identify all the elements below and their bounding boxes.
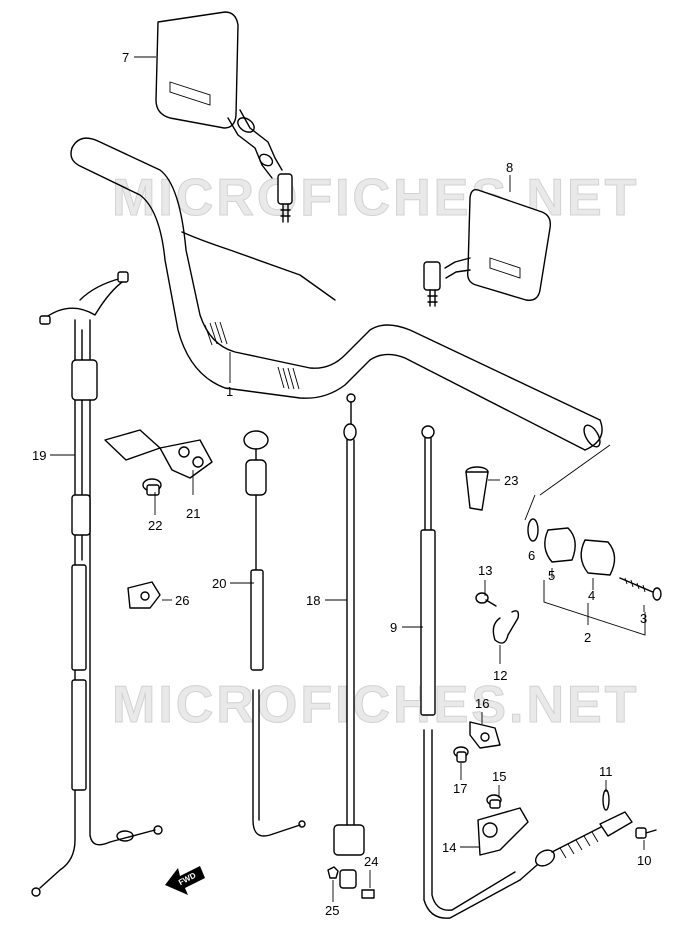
handlebar[interactable] <box>70 137 603 451</box>
screw-3[interactable] <box>619 577 662 601</box>
callout-21: 21 <box>186 506 200 521</box>
balancer-weight-inner-5[interactable] <box>544 527 576 563</box>
cable-holder-21[interactable] <box>104 429 213 479</box>
speedometer-cable[interactable] <box>420 425 521 919</box>
clamp-26[interactable] <box>127 581 161 609</box>
watermark-bottom: MICROFICHES.NET <box>112 676 639 734</box>
cable-guide-14[interactable] <box>477 807 529 856</box>
bolt-13[interactable] <box>475 592 497 607</box>
callout-7: 7 <box>122 50 129 65</box>
callout-12: 12 <box>493 668 507 683</box>
bolt-17[interactable] <box>453 746 469 763</box>
throttle-cable-assembly[interactable] <box>31 271 163 897</box>
callout-16: 16 <box>475 696 489 711</box>
watermark-top: MICROFICHES.NET <box>112 169 639 227</box>
callout-11: 11 <box>599 764 613 779</box>
callout-20: 20 <box>212 576 226 591</box>
callout-2: 2 <box>584 630 591 645</box>
callout-19: 19 <box>32 448 46 463</box>
mirror-left[interactable] <box>155 11 293 223</box>
callout-8: 8 <box>506 160 513 175</box>
callout-23: 23 <box>504 473 518 488</box>
clip-12[interactable] <box>492 610 520 644</box>
rubber-cap-23[interactable] <box>465 466 489 511</box>
nut-25[interactable] <box>327 866 339 879</box>
callout-15: 15 <box>492 769 506 784</box>
callout-6: 6 <box>528 548 535 563</box>
callout-4: 4 <box>588 588 595 603</box>
bolt-15[interactable] <box>486 794 502 809</box>
bolt-10[interactable] <box>635 827 657 839</box>
callout-1: 1 <box>226 384 233 399</box>
leader-lines <box>50 56 646 902</box>
callout-24: 24 <box>364 854 378 869</box>
callout-10: 10 <box>637 853 651 868</box>
washer-6[interactable] <box>527 518 539 542</box>
pin-11[interactable] <box>602 789 610 811</box>
callout-5: 5 <box>548 568 555 583</box>
callout-13: 13 <box>478 563 492 578</box>
clamp-16[interactable] <box>469 721 501 749</box>
bolt-22[interactable] <box>142 478 162 496</box>
callout-17: 17 <box>453 781 467 796</box>
mirror-right[interactable] <box>423 188 552 307</box>
fwd-arrow-icon: FWD <box>165 866 205 895</box>
bolt-24[interactable] <box>361 889 375 899</box>
callout-22: 22 <box>148 518 162 533</box>
callout-14: 14 <box>442 840 456 855</box>
callout-3: 3 <box>640 611 647 626</box>
clutch-cable[interactable] <box>333 393 365 889</box>
callout-18: 18 <box>306 593 320 608</box>
choke-cable[interactable] <box>243 430 306 837</box>
callout-9: 9 <box>390 620 397 635</box>
balancer-weight-outer-4[interactable] <box>580 539 616 576</box>
callout-25: 25 <box>325 903 339 918</box>
callout-labels: 7 8 1 19 21 22 26 20 18 9 23 13 12 16 17… <box>32 50 651 918</box>
front-brake-cable[interactable] <box>519 811 633 881</box>
callout-26: 26 <box>175 593 189 608</box>
